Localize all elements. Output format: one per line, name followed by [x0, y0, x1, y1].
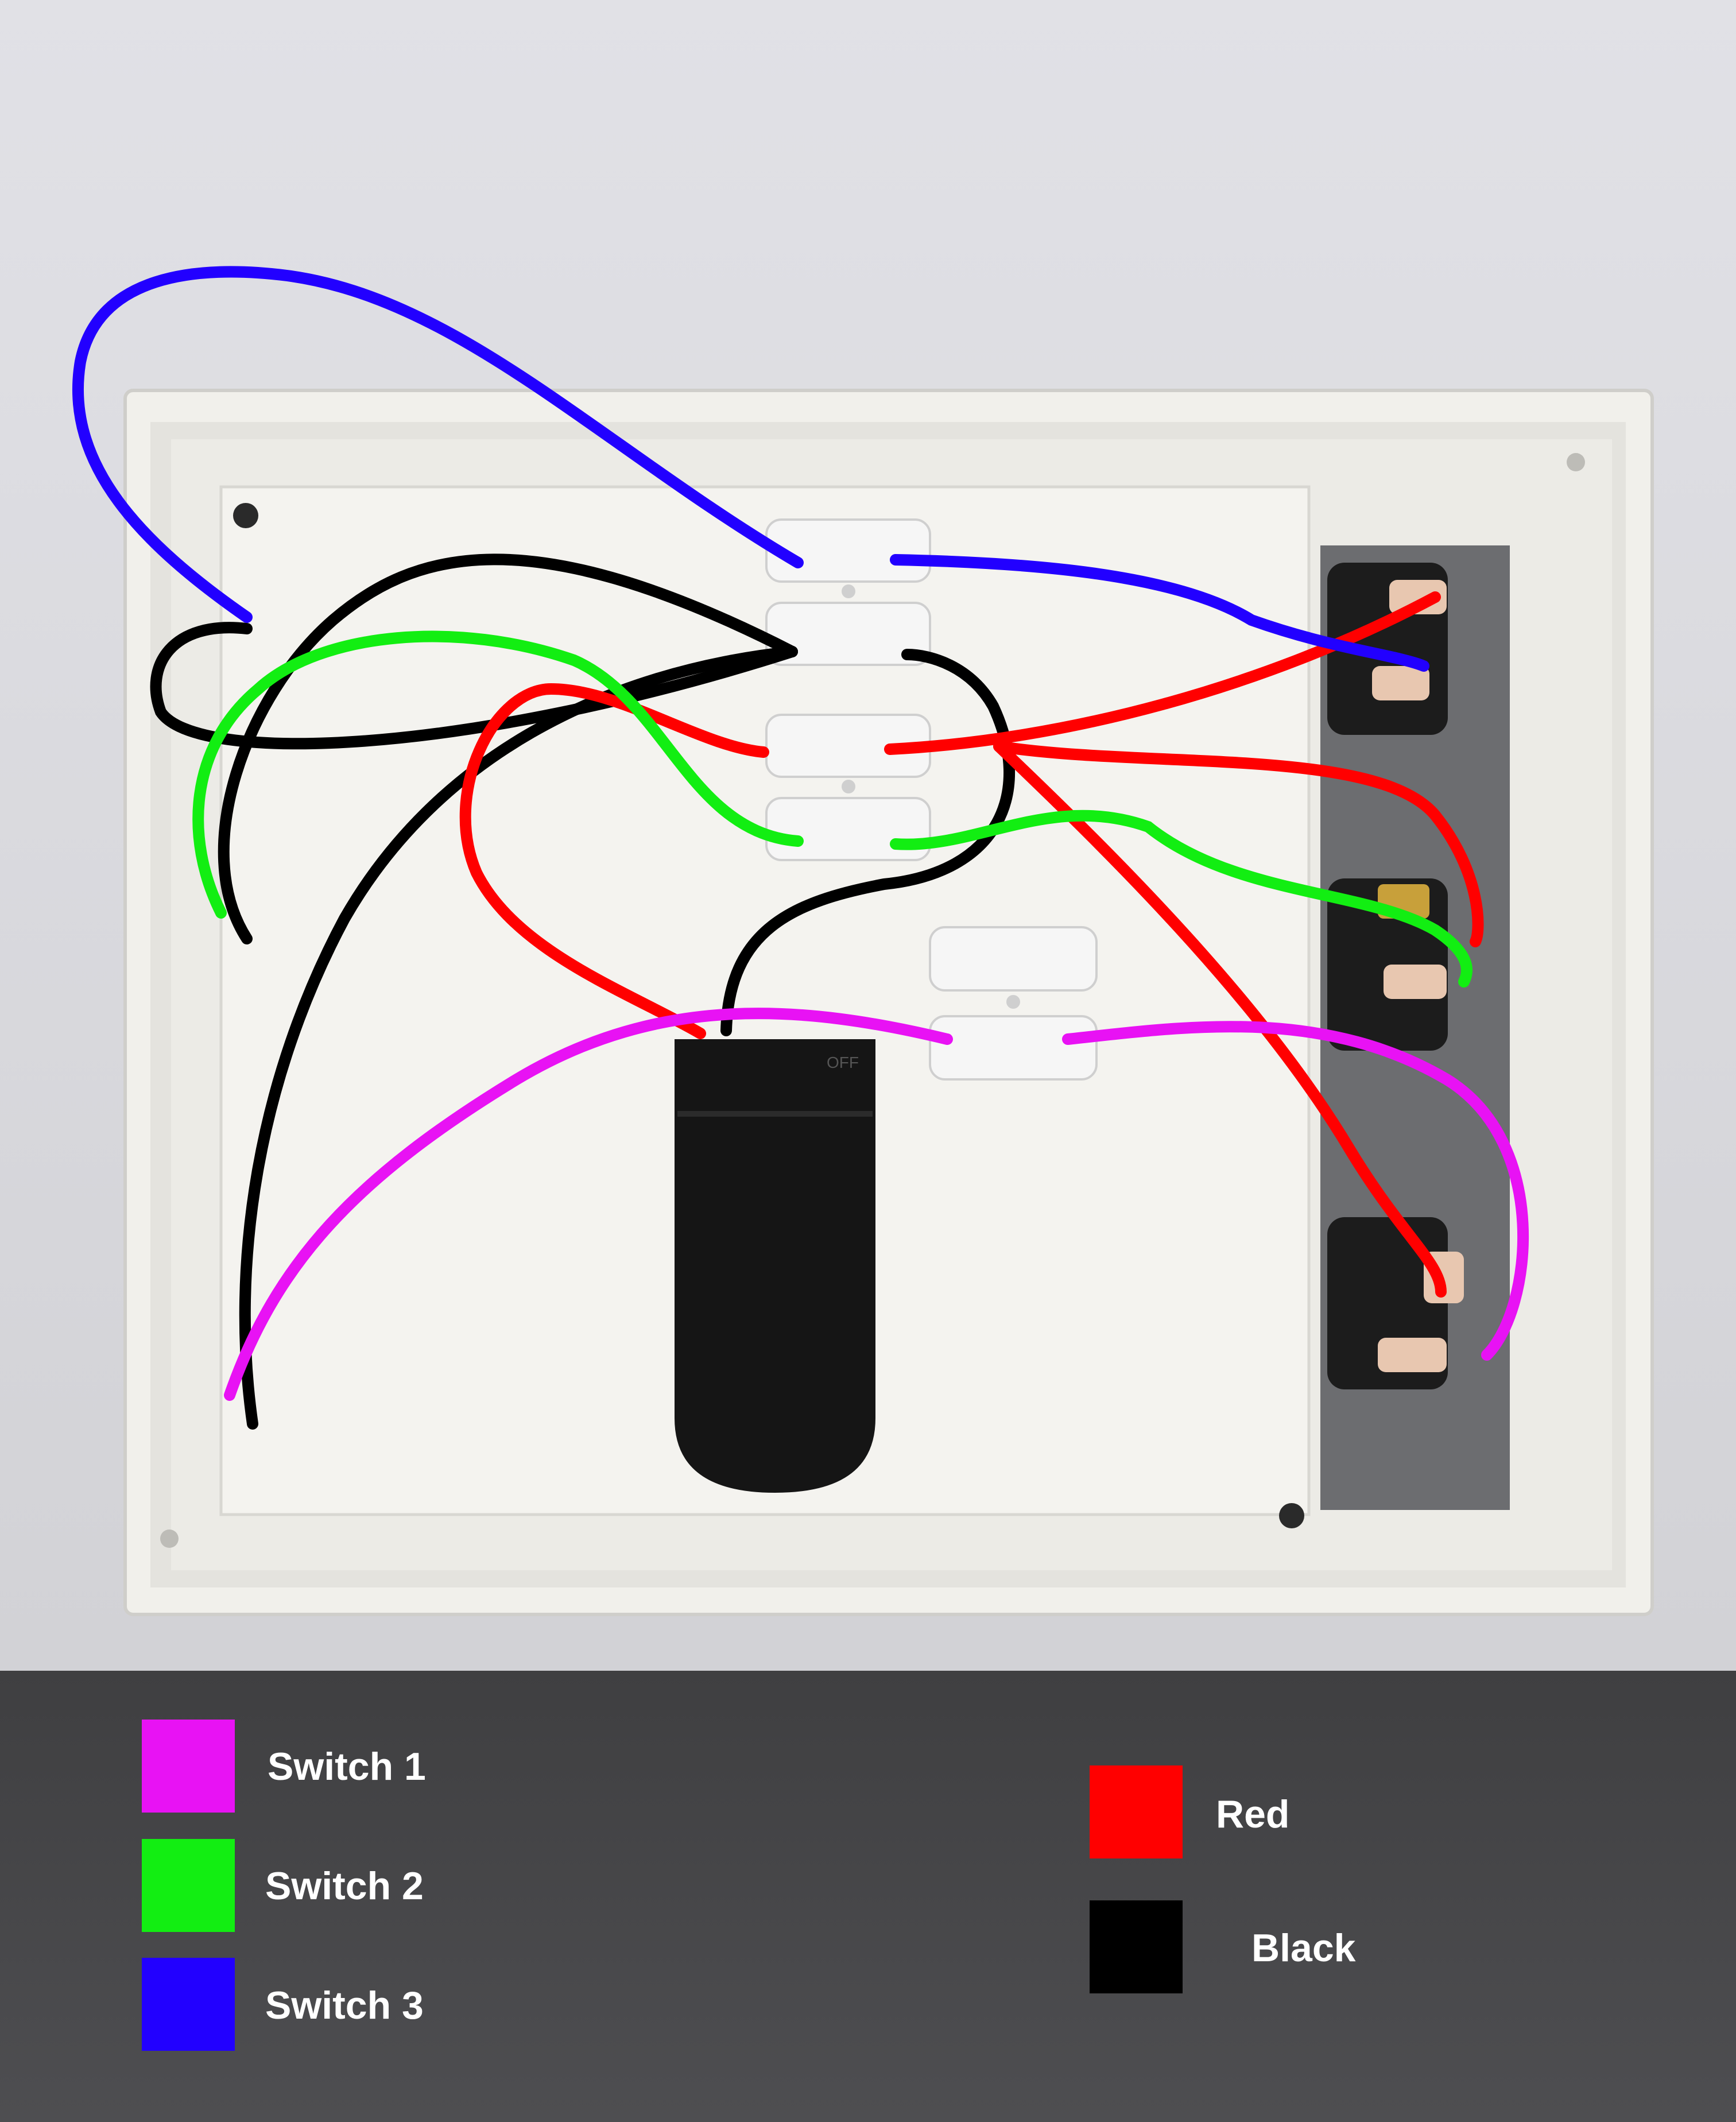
screw-top-left: [233, 503, 258, 528]
legend-label-switch-2: Switch 2: [265, 1864, 424, 1908]
wires-switch-2: [192, 630, 1472, 988]
legend-swatch-black: [1090, 1900, 1183, 1993]
connector-block-top: [765, 518, 931, 861]
wire-switch-3-a: [72, 266, 804, 623]
battery-holder: OFF: [675, 1039, 875, 1493]
legend-label-switch-3: Switch 3: [265, 1984, 424, 2027]
rocker-switch-3: [1327, 1217, 1464, 1389]
legend-label-black: Black: [1251, 1926, 1356, 1970]
corner-hole-top-right: [1567, 453, 1585, 471]
wire-red-2: [884, 591, 1441, 755]
wire-switch-2-a: [192, 630, 804, 919]
wire-switch-3-b: [890, 554, 1429, 672]
wire-switch-2-b: [890, 810, 1472, 988]
wire-red-1: [459, 683, 769, 1039]
legend-label-switch-1: Switch 1: [268, 1745, 426, 1788]
battery-switch-label: OFF: [827, 1054, 859, 1071]
wire-black-3: [720, 649, 1016, 1036]
wire-switch-1-b: [1062, 1021, 1529, 1361]
wire-black-1: [218, 553, 798, 944]
legend-label-red: Red: [1216, 1792, 1290, 1836]
legend: Switch 1 Switch 2 Switch 3 Red Black: [0, 1671, 1736, 2122]
screw-bottom-right: [1279, 1503, 1304, 1528]
connector-block-bottom: [929, 926, 1098, 1081]
wire-switch-1-a: [224, 1008, 953, 1401]
legend-swatch-switch-2: [142, 1839, 235, 1932]
wires-switch-3: [72, 266, 1429, 672]
legend-swatch-red: [1090, 1765, 1183, 1858]
legend-swatch-switch-3: [142, 1958, 235, 2051]
wire-red-3: [993, 741, 1484, 947]
wires-switch-1: [224, 1008, 1529, 1401]
wires-red: [459, 591, 1484, 1298]
switch-panel: [1320, 545, 1510, 1510]
wire-red-4: [993, 741, 1447, 1298]
corner-hole-bottom-left: [160, 1529, 179, 1548]
legend-swatch-switch-1: [142, 1720, 235, 1813]
wiring-photo: OFF: [0, 0, 1736, 1671]
